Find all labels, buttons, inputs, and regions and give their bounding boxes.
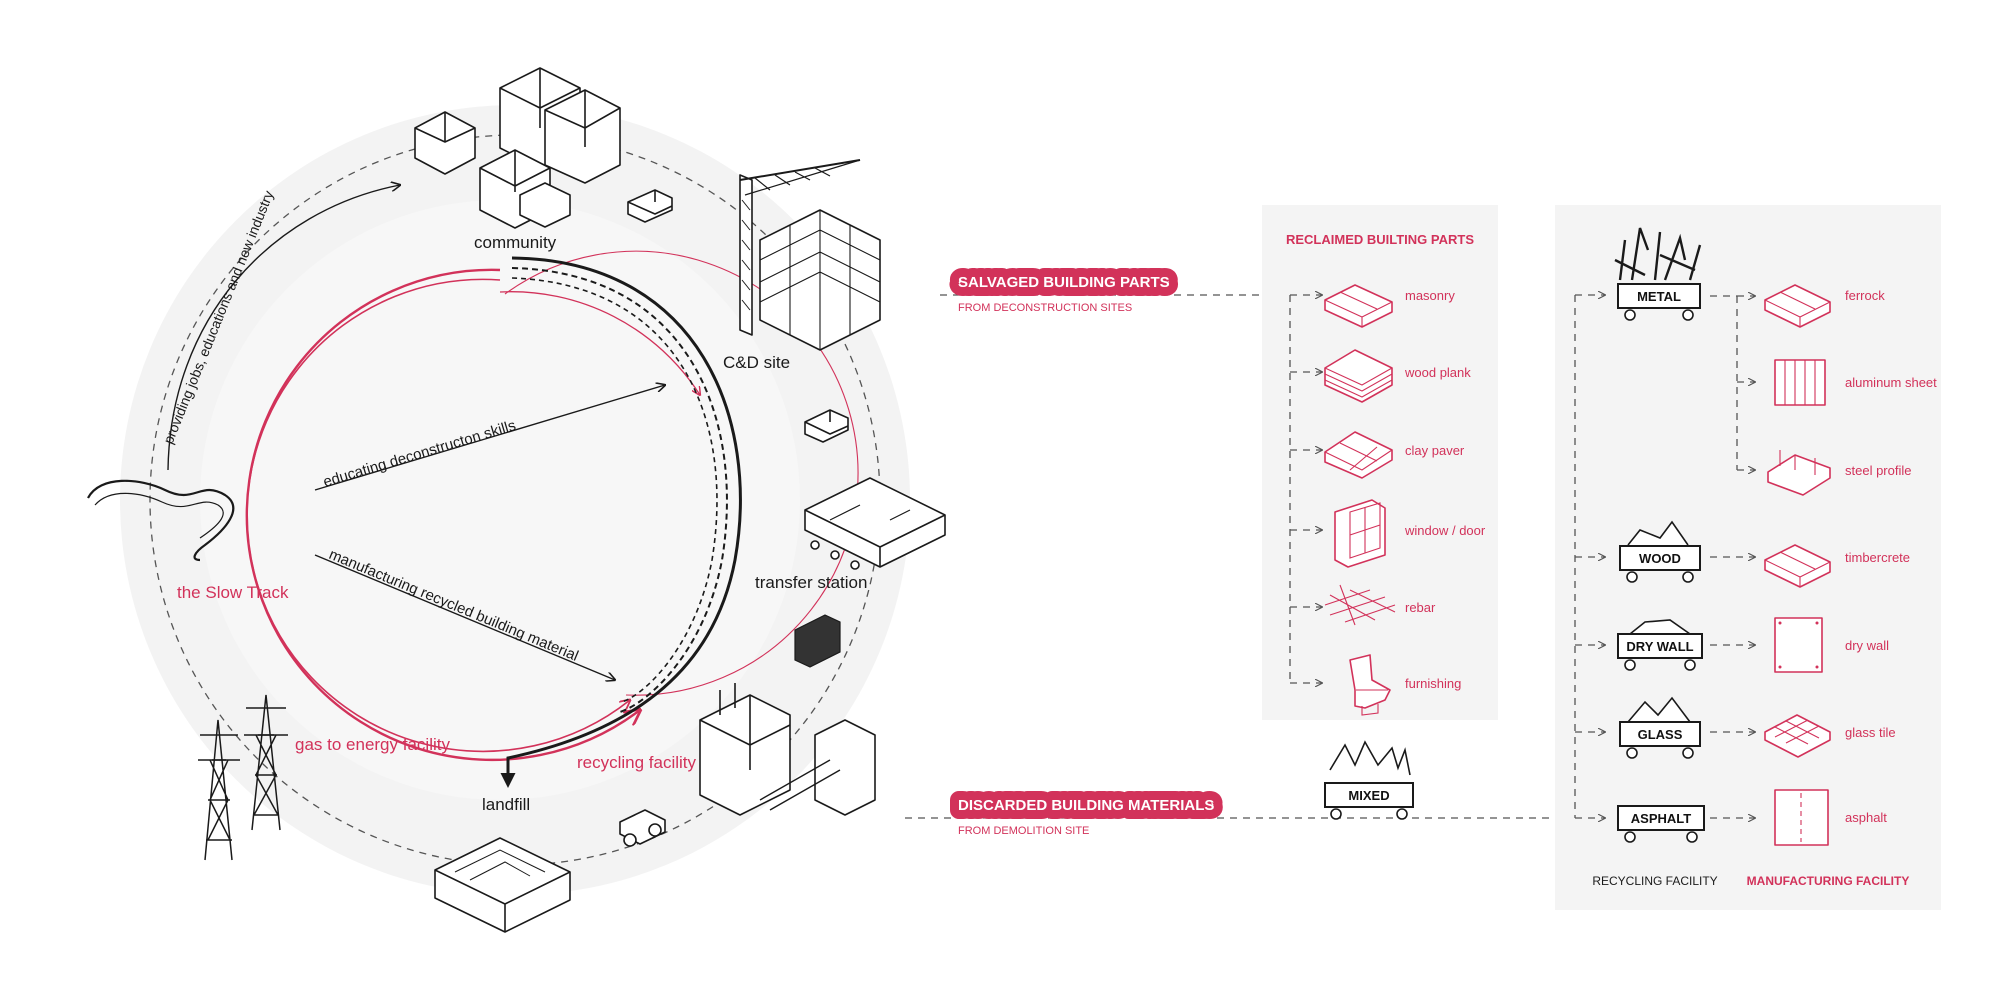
discarded-subtitle: FROM DEMOLITION SITE (958, 825, 1089, 837)
svg-text:asphalt: asphalt (1845, 810, 1887, 825)
label-transfer-station: transfer station (755, 573, 867, 592)
reclaimed-masonry: masonry (1290, 284, 1455, 328)
slow-track-icon (87, 479, 235, 562)
black-loop-dashed-2 (511, 277, 718, 703)
mfg-ferrock: ferrock (1737, 284, 1885, 328)
discarded-title: DISCARDED BUILDING MATERIALS (958, 797, 1214, 814)
reclaimed-window-door: window / door (1290, 499, 1486, 568)
truck-icon-2 (804, 409, 849, 443)
label-community: community (474, 233, 557, 252)
label-gas-facility: gas to energy facility (295, 735, 450, 754)
svg-text:glass tile: glass tile (1845, 725, 1896, 740)
reclaimed-heading: RECLAIMED BUILTING PARTS (1286, 232, 1474, 247)
reclaimed-wood-plank: wood plank (1290, 349, 1471, 403)
recycling-facility-building-icon (699, 683, 876, 816)
cart-wood: WOOD (1575, 520, 1701, 583)
mfg-glass-tile: glass tile (1764, 714, 1896, 758)
mfg-steel-profile: steel profile (1737, 450, 1911, 496)
label-recycling-facility: recycling facility (577, 753, 697, 772)
red-loop-cd (499, 291, 700, 395)
cd-site-crane-icon (739, 159, 881, 351)
mfg-timbercrete: timbercrete (1764, 544, 1910, 588)
label-slow-track: the Slow Track (177, 583, 289, 602)
transfer-station-icon (804, 477, 946, 570)
red-loop-inner (504, 250, 859, 696)
svg-text:masonry: masonry (1405, 288, 1455, 303)
svg-text:DRY WALL: DRY WALL (1626, 639, 1693, 654)
manufacturing-footer: MANUFACTURING FACILITY (1747, 874, 1910, 888)
container-icon (794, 614, 841, 668)
arrow-deconstruction (314, 385, 665, 491)
label-cd-site: C&D site (723, 353, 790, 372)
reclaimed-furnishing: furnishing (1290, 654, 1461, 716)
reclaimed-clay-paver: clay paver (1290, 431, 1465, 479)
svg-text:window / door: window / door (1404, 523, 1486, 538)
svg-text:furnishing: furnishing (1405, 676, 1461, 691)
arrow-jobs (167, 185, 400, 471)
svg-text:clay paver: clay paver (1405, 443, 1465, 458)
mfg-dry-wall: dry wall (1774, 617, 1889, 673)
community-houses-icon (414, 67, 621, 229)
cart-glass: GLASS (1575, 696, 1701, 759)
black-loop-solid (500, 256, 742, 788)
svg-text:wood plank: wood plank (1404, 365, 1471, 380)
svg-text:ferrock: ferrock (1845, 288, 1885, 303)
svg-text:WOOD: WOOD (1639, 551, 1681, 566)
black-loop-dashed-1 (511, 267, 728, 713)
arrow-manufacturing (314, 554, 615, 680)
svg-text:ASPHALT: ASPHALT (1631, 811, 1691, 826)
svg-text:aluminum sheet: aluminum sheet (1845, 375, 1937, 390)
salvaged-subtitle: FROM DECONSTRUCTION SITES (958, 302, 1132, 314)
truck-icon-1 (627, 189, 673, 223)
svg-text:dry wall: dry wall (1845, 638, 1889, 653)
cart-metal: METAL (1575, 227, 1702, 321)
svg-text:MIXED: MIXED (1348, 788, 1389, 803)
bulldozer-icon (619, 809, 666, 847)
label-landfill: landfill (482, 795, 530, 814)
recycling-footer: RECYCLING FACILITY (1592, 874, 1717, 888)
svg-text:steel profile: steel profile (1845, 463, 1911, 478)
power-towers-icon (198, 694, 288, 861)
cart-drywall: DRY WALL (1575, 619, 1703, 671)
svg-text:METAL: METAL (1637, 289, 1681, 304)
svg-text:rebar: rebar (1405, 600, 1436, 615)
red-loop-mid (246, 278, 630, 753)
mfg-aluminum-sheet: aluminum sheet (1737, 359, 1937, 406)
cart-asphalt: ASPHALT (1575, 805, 1705, 843)
svg-text:timbercrete: timbercrete (1845, 550, 1910, 565)
mfg-asphalt: asphalt (1774, 789, 1887, 846)
landfill-icon (434, 837, 571, 933)
cycle-inner-disc (200, 200, 800, 800)
salvaged-title: SALVAGED BUILDING PARTS (958, 274, 1170, 291)
mixed-cart: MIXED (1324, 740, 1414, 820)
reclaimed-rebar: rebar (1290, 584, 1436, 626)
svg-text:GLASS: GLASS (1638, 727, 1683, 742)
